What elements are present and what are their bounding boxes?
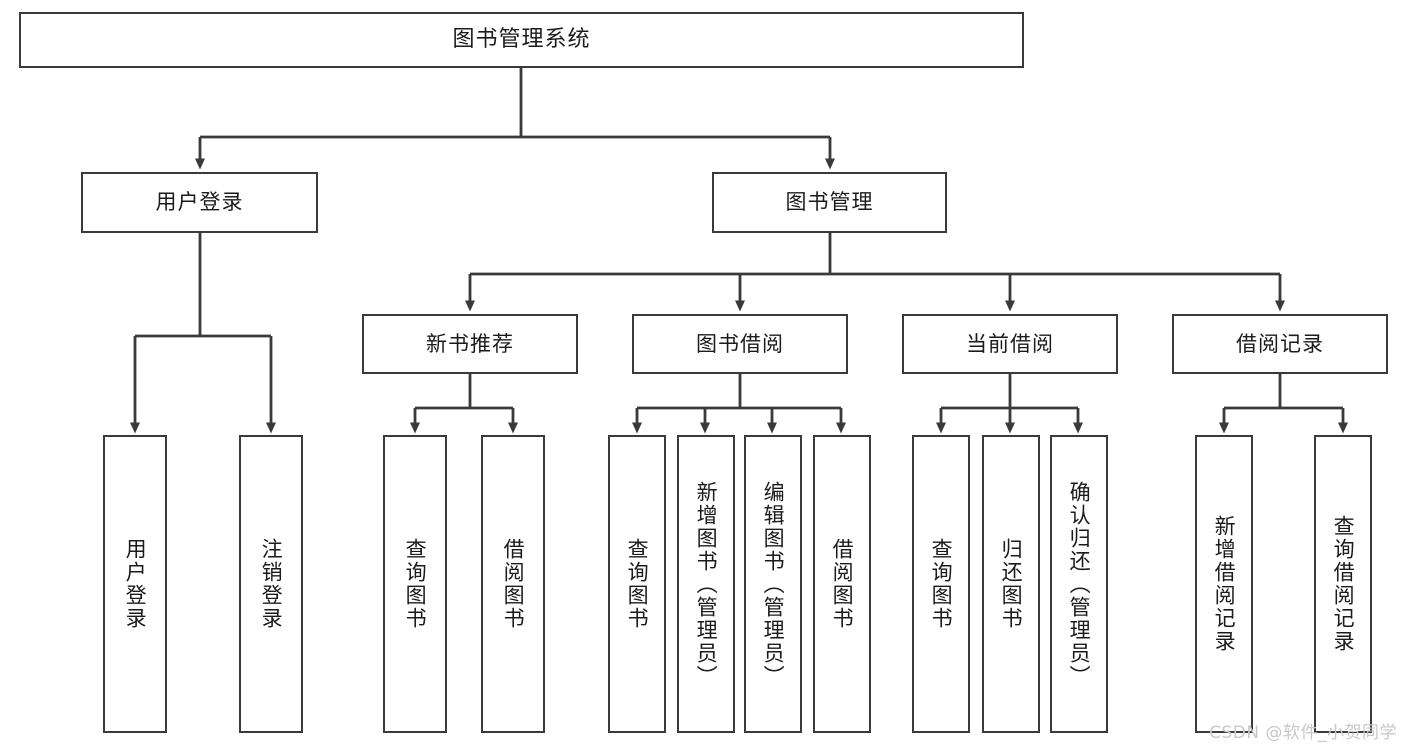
node-label: 借阅图书 <box>501 538 526 630</box>
node-leaf-logout[interactable]: 注销登录 <box>239 435 303 733</box>
node-label: 确认归还（管理员） <box>1067 480 1092 688</box>
node-label: 借阅记录 <box>1236 331 1324 356</box>
node-label: 用户登录 <box>155 190 244 215</box>
node-book-borrow[interactable]: 图书借阅 <box>632 314 848 374</box>
node-label: 注销登录 <box>259 538 284 630</box>
node-label: 归还图书 <box>999 538 1024 630</box>
node-leaf-borrow-book[interactable]: 借阅图书 <box>813 435 871 733</box>
node-leaf-query-book-recommend[interactable]: 查询图书 <box>383 435 447 733</box>
node-label: 用户登录 <box>123 538 148 630</box>
node-leaf-add-borrow-record[interactable]: 新增借阅记录 <box>1195 435 1253 733</box>
node-label: 借阅图书 <box>830 538 855 630</box>
node-leaf-query-borrow-record[interactable]: 查询借阅记录 <box>1314 435 1372 733</box>
node-leaf-add-book-admin[interactable]: 新增图书（管理员） <box>677 435 735 733</box>
node-leaf-user-login[interactable]: 用户登录 <box>103 435 167 733</box>
node-leaf-return-book[interactable]: 归还图书 <box>982 435 1040 733</box>
node-borrow-record[interactable]: 借阅记录 <box>1172 314 1388 374</box>
node-label: 当前借阅 <box>966 331 1054 356</box>
node-label: 图书管理系统 <box>452 27 591 53</box>
node-label: 图书管理 <box>785 190 874 215</box>
node-leaf-query-book-current[interactable]: 查询图书 <box>912 435 970 733</box>
node-label: 新增借阅记录 <box>1212 515 1237 653</box>
node-leaf-edit-book-admin[interactable]: 编辑图书（管理员） <box>744 435 802 733</box>
node-new-book-recommend[interactable]: 新书推荐 <box>362 314 578 374</box>
node-book-management[interactable]: 图书管理 <box>712 172 947 233</box>
node-current-borrow[interactable]: 当前借阅 <box>902 314 1118 374</box>
node-leaf-borrow-book-recommend[interactable]: 借阅图书 <box>481 435 545 733</box>
node-label: 新书推荐 <box>426 331 514 356</box>
node-root-system[interactable]: 图书管理系统 <box>19 12 1024 68</box>
node-user-login[interactable]: 用户登录 <box>81 172 318 233</box>
node-label: 查询图书 <box>403 538 428 630</box>
node-label: 新增图书（管理员） <box>694 480 719 688</box>
node-label: 查询借阅记录 <box>1331 515 1356 653</box>
node-label: 查询图书 <box>625 538 650 630</box>
node-leaf-confirm-return-admin[interactable]: 确认归还（管理员） <box>1050 435 1108 733</box>
node-label: 查询图书 <box>929 538 954 630</box>
node-leaf-query-book-borrow[interactable]: 查询图书 <box>608 435 666 733</box>
watermark: CSDN @软件_小贺同学 <box>1209 723 1397 743</box>
node-label: 图书借阅 <box>696 331 784 356</box>
node-label: 编辑图书（管理员） <box>761 480 786 688</box>
